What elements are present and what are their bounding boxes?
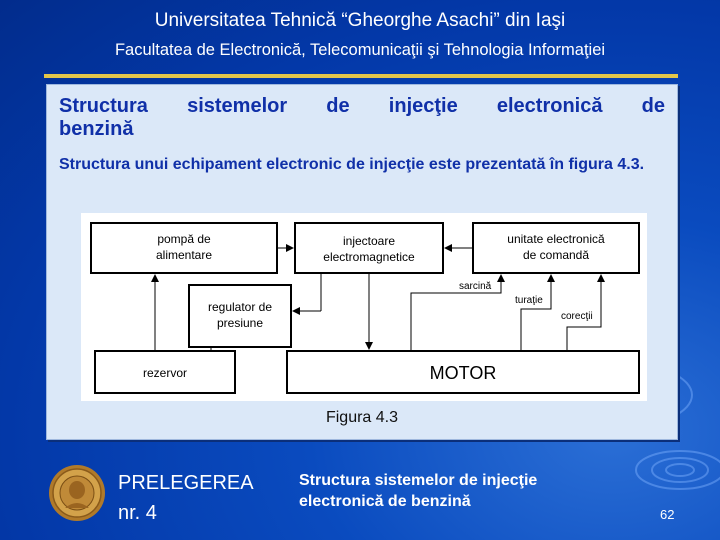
university-seal-icon xyxy=(49,465,105,521)
ecu-label-2: de comandă xyxy=(523,248,589,262)
lecture-topic-line1: Structura sistemelor de injecţie xyxy=(299,472,538,489)
injectors-label-2: electromagnetice xyxy=(323,250,415,264)
lecture-label-line1: PRELEGEREA xyxy=(118,472,254,494)
signal-corrections-label: corecţii xyxy=(561,311,593,322)
faculty-subtitle: Facultatea de Electronică, Telecomunicaţ… xyxy=(114,41,606,59)
diagram-svg: pompă de alimentare injectoare electroma… xyxy=(90,222,640,394)
pump-label-1: pompă de xyxy=(157,232,211,246)
ecu-label-1: unitate electronică xyxy=(507,232,605,246)
lecture-label-line2: nr. 4 xyxy=(118,502,157,524)
motor-box xyxy=(286,350,640,394)
slide-body-text: Structura unui echipament electronic de … xyxy=(59,156,645,173)
regulator-label-2: presiune xyxy=(217,316,263,330)
lecture-topic: Structura sistemelor de injecţie electro… xyxy=(299,470,537,512)
page-number: 62 xyxy=(660,507,675,522)
university-title: Universitatea Tehnică “Gheorghe Asachi” … xyxy=(154,10,566,31)
motor-label: MOTOR xyxy=(430,363,497,383)
injection-system-diagram: pompă de alimentare injectoare electroma… xyxy=(81,213,647,401)
lecture-label: PRELEGEREA nr. 4 xyxy=(118,468,254,528)
divider-line xyxy=(44,74,678,78)
tank-box xyxy=(94,350,236,394)
slide-heading: Structura sistemelor de injecţie electro… xyxy=(59,95,665,141)
figure-caption: Figura 4.3 xyxy=(325,409,399,426)
lecture-topic-line2: electronică de benzină xyxy=(299,493,471,510)
slide-heading-line2: benzină xyxy=(59,118,134,140)
signal-load-label: sarcină xyxy=(459,281,492,292)
injectors-label-1: injectoare xyxy=(343,234,395,248)
tank-label: rezervor xyxy=(143,366,187,380)
signal-rpm-label: turaţie xyxy=(515,295,543,306)
regulator-label-1: regulator de xyxy=(208,300,272,314)
injectors-box xyxy=(294,222,444,274)
slide-heading-line1: Structura sistemelor de injecţie electro… xyxy=(59,95,665,117)
content-panel: Structura sistemelor de injecţie electro… xyxy=(46,84,678,440)
regulator-box xyxy=(188,284,292,348)
pump-label-2: alimentare xyxy=(156,248,212,262)
